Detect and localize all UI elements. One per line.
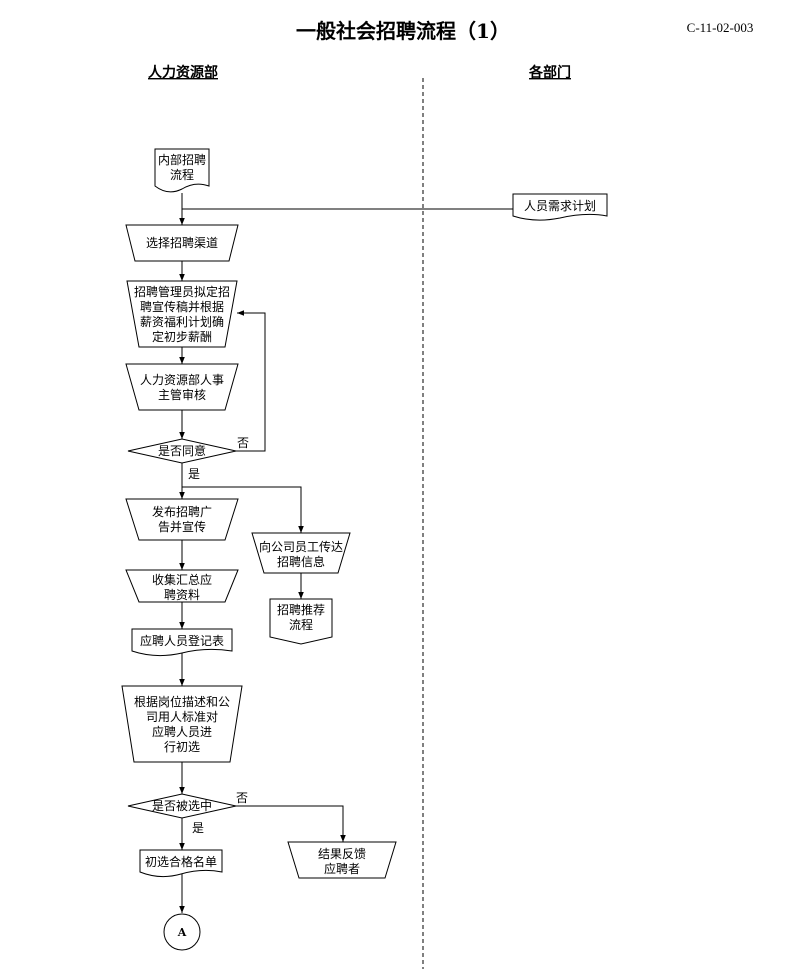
node-label-line: 主管审核 xyxy=(158,387,206,402)
svg-text:选择招聘渠道: 选择招聘渠道 xyxy=(146,236,218,250)
node-label-line: 应聘人员进 xyxy=(152,724,212,739)
node-feedback-applicants: 结果反馈应聘者 xyxy=(287,841,397,879)
node-referral-process: 招聘推荐流程 xyxy=(269,598,333,645)
edge-selected-no xyxy=(236,805,346,842)
edge-label-no-2: 否 xyxy=(236,791,248,805)
node-label-line: 人力资源部人事 xyxy=(140,372,224,387)
node-label-line: 是否被选中 xyxy=(152,798,212,813)
svg-text:发布招聘广告并宣传: 发布招聘广告并宣传 xyxy=(152,504,212,534)
node-internal-recruit: 内部招聘流程 xyxy=(154,148,210,193)
edge-label-yes-1: 是 xyxy=(188,467,200,481)
edge-label-no-1: 否 xyxy=(237,436,249,450)
lane-departments-label: 各部门 xyxy=(528,64,571,81)
node-draft-salary: 招聘管理员拟定招聘宣传稿并根据薪资福利计划确定初步薪酬 xyxy=(126,280,238,348)
node-shortlist: 初选合格名单 xyxy=(139,849,223,878)
node-label-line: 人员需求计划 xyxy=(524,199,596,213)
node-label-line: 告并宣传 xyxy=(158,519,206,534)
svg-text:向公司员工传达招聘信息: 向公司员工传达招聘信息 xyxy=(259,539,343,569)
lane-hr-label: 人力资源部 xyxy=(148,64,218,81)
node-label-line: 聘资料 xyxy=(164,588,200,602)
node-select-channel: 选择招聘渠道 xyxy=(125,224,239,262)
node-label-line: 根据岗位描述和公 xyxy=(134,694,230,709)
svg-text:是否同意: 是否同意 xyxy=(158,443,206,458)
node-label-line: 聘宣传稿并根据 xyxy=(140,299,224,314)
node-publish-ad: 发布招聘广告并宣传 xyxy=(125,498,239,541)
decision-agree: 是否同意 xyxy=(127,438,237,464)
node-label-line: 薪资福利计划确 xyxy=(140,314,224,329)
svg-text:A: A xyxy=(177,926,187,939)
connectors xyxy=(179,193,513,913)
svg-text:是否被选中: 是否被选中 xyxy=(152,798,212,813)
node-label-line: 发布招聘广 xyxy=(152,504,212,519)
node-label-line: 内部招聘 xyxy=(158,152,206,167)
svg-text:内部招聘流程: 内部招聘流程 xyxy=(158,152,206,182)
node-label-line: 应聘人员登记表 xyxy=(140,633,224,648)
decision-selected: 是否被选中 xyxy=(127,793,237,819)
svg-text:招聘管理员拟定招聘宣传稿并根据薪资福利计划确定初步薪酬: 招聘管理员拟定招聘宣传稿并根据薪资福利计划确定初步薪酬 xyxy=(134,284,230,344)
edge-agree-no-loop xyxy=(236,310,266,452)
node-applicant-register: 应聘人员登记表 xyxy=(131,628,233,657)
node-label-line: 是否同意 xyxy=(158,443,206,458)
node-label-line: 向公司员工传达 xyxy=(259,539,343,554)
node-label-line: 招聘推荐 xyxy=(277,603,325,617)
node-label-line: 行初选 xyxy=(164,740,200,754)
node-label-line: 招聘管理员拟定招 xyxy=(134,284,230,299)
node-label-line: 收集汇总应 xyxy=(152,572,212,587)
edge-label-yes-2: 是 xyxy=(192,821,204,835)
node-hr-review: 人力资源部人事主管审核 xyxy=(125,363,239,411)
page-title: 一般社会招聘流程（1） xyxy=(296,19,510,43)
svg-text:收集汇总应聘资料: 收集汇总应聘资料 xyxy=(152,572,212,602)
svg-text:人员需求计划: 人员需求计划 xyxy=(524,199,596,213)
svg-text:招聘推荐流程: 招聘推荐流程 xyxy=(277,603,325,632)
node-label-line: 司用人标准对 xyxy=(146,710,218,724)
node-collect-materials: 收集汇总应聘资料 xyxy=(125,569,239,603)
node-label-line: 应聘者 xyxy=(324,861,360,876)
node-label-line: 选择招聘渠道 xyxy=(146,236,218,250)
svg-text:初选合格名单: 初选合格名单 xyxy=(145,854,217,869)
svg-text:人力资源部人事主管审核: 人力资源部人事主管审核 xyxy=(140,372,224,402)
node-label-line: 流程 xyxy=(170,167,194,182)
node-label-line: 定初步薪酬 xyxy=(152,329,212,344)
node-initial-screening: 根据岗位描述和公司用人标准对应聘人员进行初选 xyxy=(121,685,243,763)
node-label-line: 结果反馈 xyxy=(318,847,366,861)
node-demand-plan: 人员需求计划 xyxy=(512,193,608,221)
document-code: C-11-02-003 xyxy=(687,20,754,35)
svg-text:结果反馈应聘者: 结果反馈应聘者 xyxy=(318,847,366,876)
connector-circle-a: A xyxy=(163,913,201,951)
node-label-line: 招聘信息 xyxy=(277,554,325,569)
node-notify-employees: 向公司员工传达招聘信息 xyxy=(251,532,351,574)
edge-to-notify xyxy=(182,486,304,533)
node-label-line: 初选合格名单 xyxy=(145,854,217,869)
node-label-line: 流程 xyxy=(289,617,313,632)
node-label-line: A xyxy=(177,926,187,939)
svg-text:根据岗位描述和公司用人标准对应聘人员进行初选: 根据岗位描述和公司用人标准对应聘人员进行初选 xyxy=(134,694,230,754)
svg-text:应聘人员登记表: 应聘人员登记表 xyxy=(140,633,224,648)
